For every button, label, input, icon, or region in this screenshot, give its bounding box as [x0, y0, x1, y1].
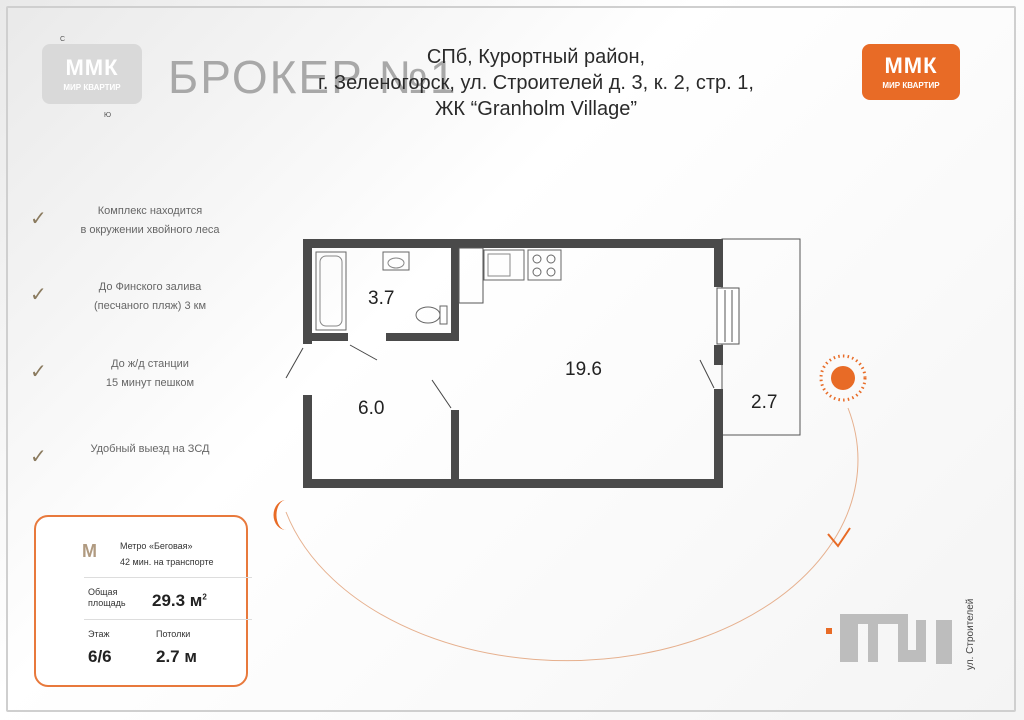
toilet [415, 306, 441, 324]
metro-name: Метро «Беговая» [120, 541, 193, 551]
compass-letter-south: Ю [104, 112, 112, 119]
sun-path-arc [285, 407, 859, 662]
feature-line: в окружении хвойного леса [80, 224, 220, 236]
toilet-tank [439, 305, 448, 325]
check-icon: ✓ [30, 361, 47, 383]
room-area-bathroom: 3.7 [368, 288, 394, 309]
feature-line: До ж/д станции [111, 358, 189, 370]
area-number: 29.3 м [152, 591, 203, 610]
address-line-3: ЖК “Granholm Village” [434, 98, 638, 120]
compass-letter-north: С [60, 36, 66, 43]
stove [527, 249, 562, 281]
logo-left-mark: ММК [65, 54, 119, 80]
logo-left-text: МИР КВАРТИР [63, 82, 121, 92]
shaft [458, 247, 484, 304]
feature-item-highway: ✓ Удобный выезд на ЗСД [30, 440, 240, 468]
address-line-2: г. Зеленогорск, ул. Строителей д. 3, к. … [318, 72, 754, 94]
logo-right-text: МИР КВАРТИР [882, 80, 940, 90]
area-label-line2: площадь [88, 598, 126, 608]
bathtub [315, 251, 347, 331]
feature-item-forest: ✓ Комплекс находится в окружении хвойного… [30, 202, 240, 240]
logo-left: ММК МИР КВАРТИР [42, 44, 142, 104]
site-map [840, 614, 952, 664]
feature-line: Комплекс находится [97, 205, 203, 217]
street-label: ул. Строителей [965, 598, 976, 670]
feature-item-station: ✓ До ж/д станции 15 минут пешком [30, 355, 240, 393]
address-line-1: СПб, Курортный район, [426, 46, 646, 68]
moon-icon [273, 500, 286, 530]
area-unit-sup: 2 [202, 592, 207, 602]
check-icon: ✓ [30, 284, 47, 306]
feature-line: 15 минут пешком [105, 377, 195, 389]
site-map-highlight [826, 628, 832, 634]
divider [84, 619, 252, 620]
feature-item-gulf: ✓ До Финского залива (песчаного пляж) 3 к… [30, 278, 240, 316]
address-block: СПб, Курортный район, г. Зеленогорск, ул… [286, 44, 786, 122]
check-icon: ✓ [30, 208, 47, 230]
sun-icon [819, 354, 867, 402]
arrow-down-icon [827, 527, 851, 548]
ceiling-label: Потолки [156, 629, 191, 639]
walls [303, 239, 723, 488]
floor-value: 6/6 [88, 647, 112, 666]
divider [84, 577, 252, 578]
floor-label: Этаж [88, 629, 110, 639]
sink [382, 251, 410, 271]
room-area-living: 19.6 [565, 359, 602, 380]
balcony-window [716, 287, 740, 345]
room-area-hall: 6.0 [358, 398, 384, 419]
feature-line: Удобный выезд на ЗСД [90, 443, 210, 455]
area-value: 29.3 м2 [152, 591, 207, 611]
check-icon: ✓ [30, 446, 47, 468]
page-frame [6, 6, 1016, 712]
room-area-balcony: 2.7 [751, 392, 777, 413]
logo-right: ММК МИР КВАРТИР [862, 44, 960, 100]
logo-right-mark: ММК [884, 52, 938, 78]
watermark-title: БРОКЕР №1 [168, 51, 458, 103]
feature-line: До Финского залива [98, 281, 202, 293]
feature-line: (песчаного пляж) 3 км [93, 300, 207, 312]
info-card: М Метро «Беговая» 42 мин. на транспорте … [34, 515, 252, 687]
kitchen-sink [483, 249, 525, 281]
area-label-line1: Общая [88, 587, 118, 597]
metro-travel-time: 42 мин. на транспорте [120, 557, 214, 567]
ceiling-value: 2.7 м [156, 647, 197, 666]
metro-icon: М [82, 541, 97, 561]
